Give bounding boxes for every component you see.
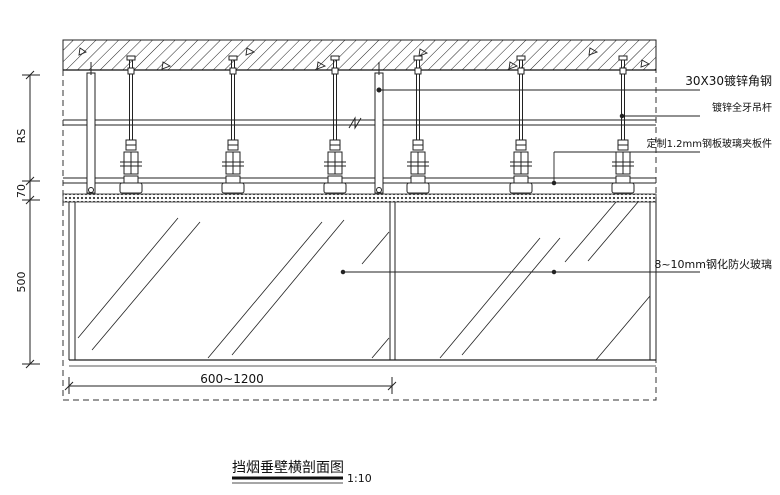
drawing-scale: 1:10 (347, 472, 372, 485)
keel-lines (63, 119, 656, 184)
label-hanger-rod: 镀锌全牙吊杆 (712, 101, 772, 114)
hanger-assembly (221, 55, 245, 194)
angle-steel-left (86, 62, 96, 194)
dimension-70: 70 (15, 184, 28, 198)
hanger-assembly (509, 55, 533, 194)
break-mark-icon (348, 116, 362, 130)
angle-steel-right (374, 62, 384, 194)
ceiling-slab (62, 39, 657, 71)
label-glass: 8~10mm钢化防火玻璃 (654, 257, 772, 271)
label-clip: 定制1.2mm钢板玻璃夹板件 (647, 137, 772, 150)
vertical-dimension-chain (22, 70, 40, 369)
width-dimension (64, 377, 397, 394)
drawing-title: 挡烟垂壁横剖面图 (232, 460, 344, 476)
hanger-assembly (119, 55, 143, 194)
glass-panels (68, 201, 657, 367)
concrete-aggregate-icon (78, 47, 651, 70)
dimension-width: 600~1200 (200, 372, 264, 386)
label-angle-steel: 30X30镀锌角钢 (685, 74, 772, 88)
outer-dashed-frame (62, 39, 657, 401)
hanger-assembly (406, 55, 430, 194)
hanger-assembly (323, 55, 347, 194)
hanger-assemblies (119, 55, 635, 194)
dimension-rs: RS (15, 129, 28, 144)
glass-top-profile (62, 193, 657, 203)
hanger-assembly (611, 55, 635, 194)
dimension-500: 500 (15, 272, 28, 293)
leader-lines (340, 87, 700, 275)
